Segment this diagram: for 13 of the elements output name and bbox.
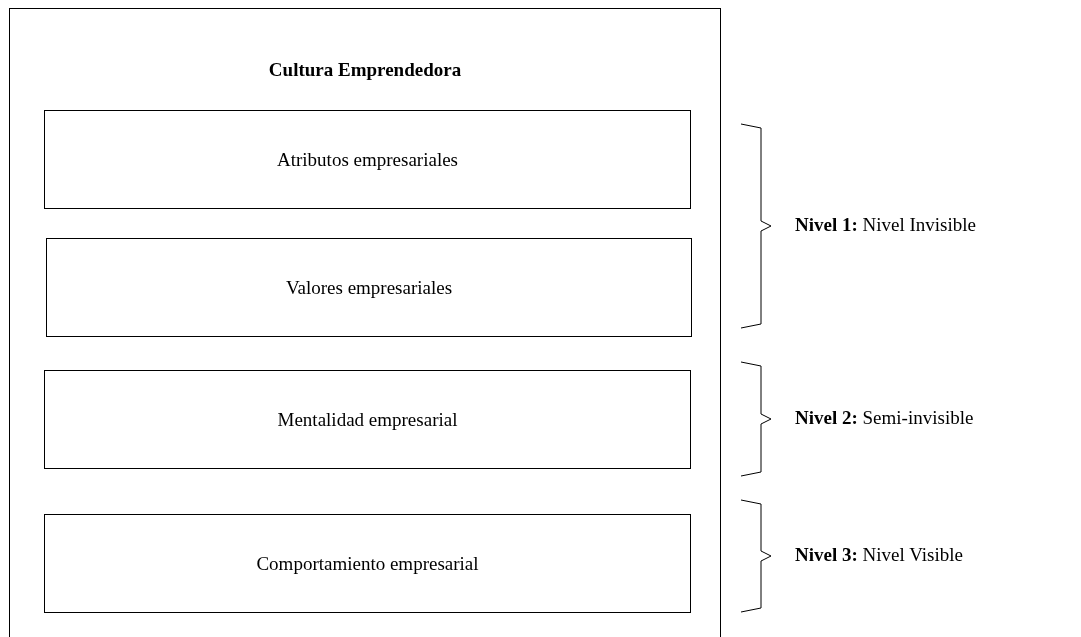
level-box [46, 238, 692, 337]
box-label: Atributos empresariales [277, 148, 458, 171]
level-label: Nivel 2: Semi-invisible [795, 407, 974, 429]
container-box [9, 8, 721, 637]
level-box [44, 110, 691, 209]
title: Cultura Emprendedora [268, 59, 462, 81]
level-box [44, 370, 691, 469]
level-label: Nivel 1: Nivel Invisible [795, 214, 976, 236]
box-label: Valores empresariales [285, 276, 453, 299]
box-label: Mentalidad empresarial [277, 408, 458, 431]
box-label: Comportamiento empresarial [256, 552, 479, 575]
level-box [44, 514, 691, 613]
level-label: Nivel 3: Nivel Visible [795, 544, 963, 566]
